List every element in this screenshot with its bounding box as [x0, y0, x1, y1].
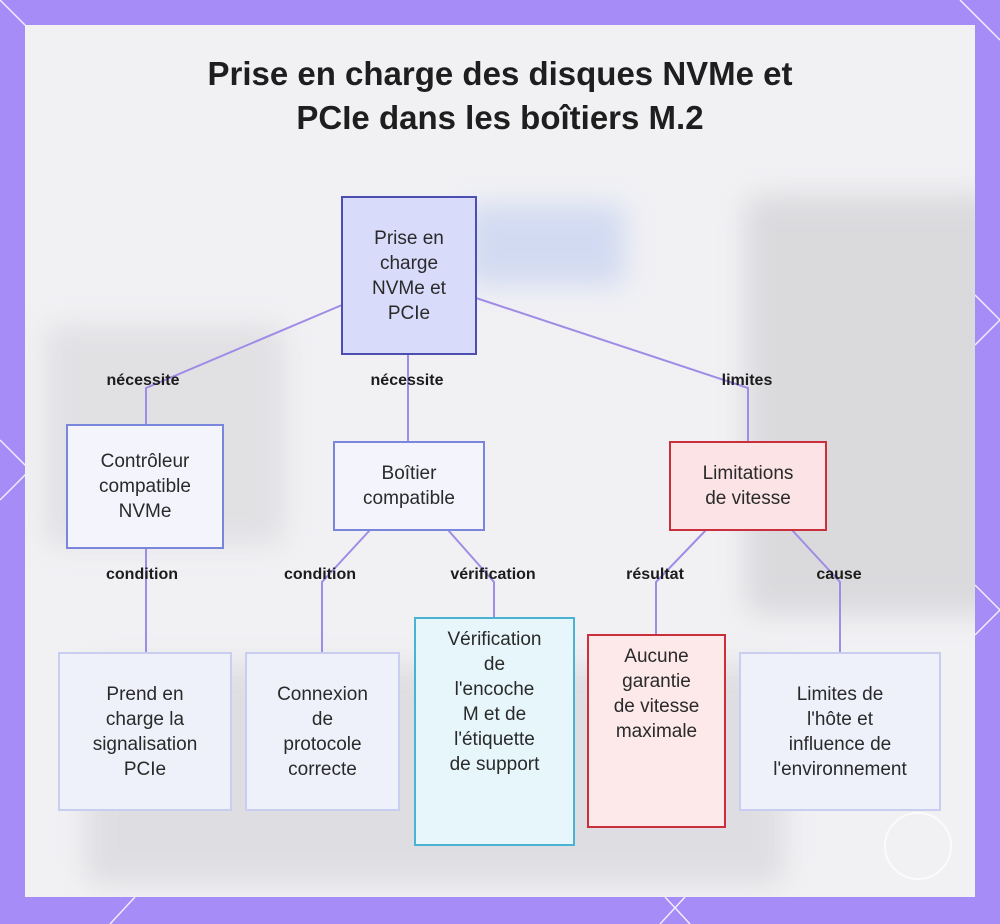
node-text: PCIe [387, 302, 431, 324]
node-text: Vérification [447, 629, 542, 650]
edge-label-enclosure-verification: vérification [450, 566, 536, 583]
title-line: Prise en charge des disques NVMe et [207, 55, 793, 92]
node-controller: Contrôleur compatible NVMe [66, 424, 224, 549]
node-text: correcte [288, 758, 357, 780]
node-text: Contrôleur [100, 451, 190, 472]
node-connection: Connexion de protocole correcte [245, 652, 400, 811]
node-verification: Vérification de l'encoche M et de l'étiq… [414, 617, 575, 846]
node-text: charge [379, 252, 439, 274]
edge-enclosure-connection [321, 529, 371, 652]
edge-limits-host [791, 529, 841, 652]
edge-label-limits-guarantee: résultat [626, 566, 684, 583]
node-text: de vitesse [705, 488, 791, 509]
node-text: NVMe et [372, 277, 446, 299]
edge-label-root-limits: limites [721, 372, 773, 389]
node-text: maximale [615, 721, 698, 742]
edge-root-controller [145, 304, 343, 425]
node-text: compatible [99, 476, 191, 497]
edge-label-root-controller: nécessite [106, 372, 180, 389]
edge-enclosure-verification [447, 529, 495, 618]
node-text: PCIe [123, 758, 167, 780]
node-text: de [483, 654, 506, 675]
node-text: Aucune [624, 646, 689, 667]
background-blur-shape [465, 205, 625, 285]
node-text: Limites de [796, 683, 884, 705]
node-no-guarantee: Aucune garantie de vitesse maximale [587, 634, 726, 828]
node-speed-limits: Limitations de vitesse [669, 441, 827, 531]
node-text: Prend en [106, 683, 184, 705]
node-signaling: Prend en charge la signalisation PCIe [58, 652, 232, 811]
node-text: Connexion [277, 683, 368, 705]
node-text: de vitesse [613, 696, 700, 717]
node-host-limits: Limites de l'hôte et influence de l'envi… [739, 652, 941, 811]
edge-label-controller-signaling: condition [106, 566, 178, 583]
edge-root-limits [475, 297, 749, 442]
edge-label-limits-host: cause [816, 566, 862, 583]
watermark-badge-icon [884, 812, 952, 880]
node-text: protocole [283, 733, 362, 755]
node-text: NVMe [118, 501, 172, 522]
node-text: l'étiquette [454, 729, 535, 750]
node-text: de [311, 708, 334, 730]
edge-limits-guarantee [655, 529, 707, 634]
node-text: de support [449, 754, 540, 775]
node-root: Prise en charge NVMe et PCIe [341, 196, 477, 355]
node-text: M et de [462, 704, 527, 725]
node-text: charge la [105, 708, 185, 730]
node-text: garantie [622, 671, 691, 692]
node-text: Prise en [374, 227, 444, 249]
node-text: influence de [788, 733, 892, 755]
edge-label-root-enclosure: nécessite [370, 372, 444, 389]
diagram-title: Prise en charge des disques NVMe et PCIe… [0, 52, 1000, 140]
node-text: l'environnement [773, 758, 907, 780]
node-text: signalisation [92, 733, 198, 755]
node-text: Limitations [702, 463, 794, 484]
title-line: PCIe dans les boîtiers M.2 [296, 99, 704, 136]
node-text: l'encoche [454, 679, 535, 700]
node-text: Boîtier [381, 463, 437, 484]
background-blur-shape [745, 195, 975, 615]
node-text: l'hôte et [807, 708, 873, 730]
edge-label-enclosure-connection: condition [284, 566, 356, 583]
node-text: compatible [363, 488, 455, 509]
node-enclosure: Boîtier compatible [333, 441, 485, 531]
